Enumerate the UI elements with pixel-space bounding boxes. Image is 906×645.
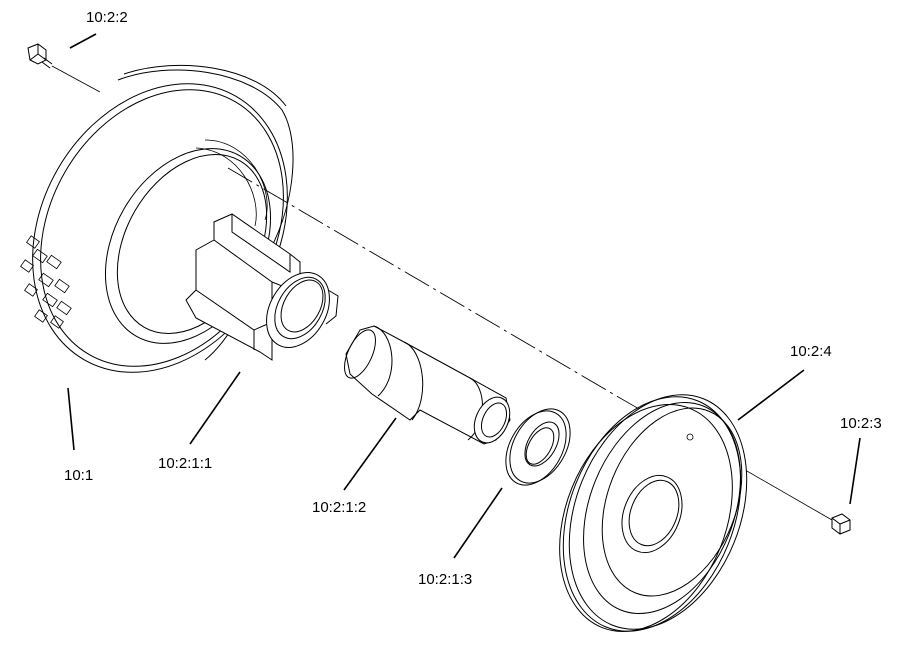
washer-part (505, 408, 571, 486)
callout-rim: 10:2:4 (790, 343, 832, 360)
callout-shaft: 10:2:1:2 (312, 499, 367, 516)
leader-lines (67, 33, 861, 559)
hub-part (185, 213, 339, 361)
tire-tread-pattern (20, 235, 72, 329)
tire-part (20, 64, 294, 373)
callout-nut: 10:2:3 (840, 415, 882, 432)
shaft-part (344, 325, 511, 445)
callout-washer: 10:2:1:3 (418, 571, 473, 588)
rim-part (559, 394, 748, 632)
nut-part (831, 513, 851, 535)
callout-tire: 10:1 (64, 467, 94, 484)
callout-hub: 10:2:1:1 (158, 455, 213, 472)
bolt-part (27, 43, 53, 69)
callout-bolt: 10:2:2 (86, 9, 128, 26)
